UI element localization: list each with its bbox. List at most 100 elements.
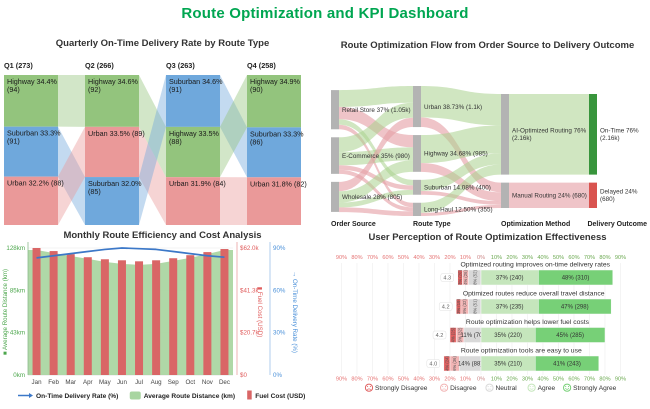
sankey-link <box>421 153 501 192</box>
likert-score-pill <box>432 330 447 340</box>
ontime-tick-label: 60% <box>273 287 286 294</box>
likert-segment-label: 47% (298) <box>561 305 589 311</box>
alluvial-block-label: Urban 33.5% (89) <box>88 129 145 138</box>
bar-series <box>117 260 126 375</box>
alluvial-block <box>4 126 58 177</box>
alluvial-block <box>166 126 220 178</box>
month-label: Nov <box>202 379 214 386</box>
likert-segment-label: 48% (310) <box>562 276 590 282</box>
alluvial-block <box>166 177 220 225</box>
alluvial-flow <box>139 75 166 178</box>
likert-tick-bottom: 60% <box>568 377 579 383</box>
likert-segment-label: 35% (210) <box>494 362 522 368</box>
sankey-link <box>421 163 501 202</box>
likert-tick-top: 30% <box>429 255 440 261</box>
face-circle <box>527 383 536 392</box>
face-mouth <box>366 388 372 390</box>
likert-tick-top: 80% <box>351 255 362 261</box>
alluvial-flow <box>139 75 166 225</box>
likert-segment-label: 37% (240) <box>496 276 524 282</box>
bar-series <box>66 254 75 375</box>
fuel-axis-title: ▮ Fuel Cost (USD) <box>256 287 263 338</box>
alluvial-block-label: (91) <box>7 137 20 146</box>
sankey-link <box>421 164 501 213</box>
face-eye <box>442 386 444 388</box>
likert-score: 4.3 <box>443 276 451 282</box>
sankey-link <box>509 94 589 175</box>
likert-tick-top: 40% <box>413 255 424 261</box>
likert-question: Optimized routes reduce overall travel d… <box>463 291 605 298</box>
month-label: Oct <box>185 379 195 386</box>
sankey-node-label: Retail Store 37% (1.05k) <box>342 107 411 114</box>
sankey-node-label: Long-Haul 12.50% (355) <box>424 207 493 214</box>
bar-series <box>220 249 229 375</box>
alluvial-block-label: Suburban 34.6% <box>169 77 223 86</box>
likert-tick-bottom: 90% <box>615 377 626 383</box>
face-circle <box>563 383 572 392</box>
likert-tick-top: 20% <box>506 255 517 261</box>
panel-monthly-efficiency: Monthly Route Efficiency and Cost Analys… <box>0 228 325 409</box>
sankey-link <box>339 169 413 212</box>
sankey-node-label: Urban 38.73% (1.1k) <box>424 104 482 111</box>
ontime-axis-title: → On-Time Delivery Rate (%) <box>291 271 298 353</box>
sankey-node-label: Manual Routing 24% (680) <box>512 193 587 200</box>
likert-segment-label: 11% (70) <box>461 333 485 339</box>
sankey-stage-label: Delivery Outcome <box>587 221 647 228</box>
sankey-link <box>421 125 501 164</box>
likert-diverging-chart: 90%90%80%80%70%70%60%60%50%50%40%40%30%3… <box>336 255 626 392</box>
alluvial-block <box>247 177 301 225</box>
monthly-combo-chart: 0km43km85km128km$0$20.7k$41.3k$62.0k0%30… <box>2 242 305 400</box>
fuel-tick-label: $62.0k <box>240 245 259 252</box>
likert-legend-strongly-disagree-icon <box>364 383 374 392</box>
likert-tick-top: 30% <box>522 255 533 261</box>
likert-legend-label: Neutral <box>496 385 518 392</box>
likert-segment-label: 8% (52) <box>472 270 477 285</box>
likert-segment <box>535 327 606 343</box>
likert-segment-label: 5% (32) <box>458 327 463 342</box>
legend-arrow-icon <box>29 393 33 398</box>
bar-series <box>49 251 58 375</box>
likert-segment-label: 4% (25) <box>451 327 456 342</box>
alluvial-block <box>4 75 58 127</box>
face-eye <box>369 386 371 388</box>
sankey-chart-title: Route Optimization Flow from Order Sourc… <box>340 40 635 51</box>
likert-segment-label: 4% (26) <box>463 270 468 285</box>
face-mouth <box>565 387 570 390</box>
likert-tick-bottom: 60% <box>382 377 393 383</box>
sankey-node-label: (680) <box>600 196 615 203</box>
likert-score-pill <box>438 302 453 311</box>
alluvial-block-label: Highway 34.6% <box>88 77 139 86</box>
sankey-link <box>339 124 413 208</box>
likert-tick-top: 90% <box>615 255 626 261</box>
likert-legend-agree-icon <box>527 383 536 392</box>
alluvial-block-label: Suburban 33.3% <box>250 129 304 138</box>
sankey-node <box>501 94 509 175</box>
likert-question: Optimized routing improves on-time deliv… <box>460 262 610 269</box>
sankey-node-label: Suburban 14.08% (400) <box>424 185 491 192</box>
sankey-node <box>589 94 597 175</box>
alluvial-block <box>85 126 139 178</box>
panel-sankey-flow: Route Optimization Flow from Order Sourc… <box>325 30 650 228</box>
fuel-tick-label: $41.3k <box>240 287 259 294</box>
likert-segment <box>538 269 614 286</box>
face-circle <box>485 383 494 392</box>
likert-score: 4.2 <box>442 305 450 311</box>
left-tick-label: 0km <box>13 372 25 379</box>
alluvial-block-label: Urban 32.2% (88) <box>7 179 64 188</box>
likert-tick-bottom: 20% <box>506 377 517 383</box>
sankey-stage-label: Optimization Method <box>501 221 570 228</box>
likert-legend-label: Disagree <box>450 385 477 392</box>
sankey-node <box>413 86 421 128</box>
quarterly-alluvial-chart: Q1 (273)Highway 34.4%(94)Suburban 33.3%(… <box>4 61 307 225</box>
left-tick-label: 128km <box>6 245 25 252</box>
likert-tick-bottom: 80% <box>599 377 610 383</box>
likert-tick-bottom: 70% <box>584 377 595 383</box>
face-mouth <box>529 388 534 390</box>
alluvial-block-label: Urban 31.9% (84) <box>169 179 226 188</box>
sankey-link <box>421 204 501 216</box>
likert-segment-label: 37% (235) <box>496 305 524 311</box>
likert-tick-bottom: 40% <box>413 377 424 383</box>
quarterly-chart-title: Quarterly On-Time Delivery Rate by Route… <box>55 38 270 49</box>
likert-tick-bottom: 0% <box>477 377 485 383</box>
alluvial-column-header: Q3 (263) <box>166 61 195 70</box>
